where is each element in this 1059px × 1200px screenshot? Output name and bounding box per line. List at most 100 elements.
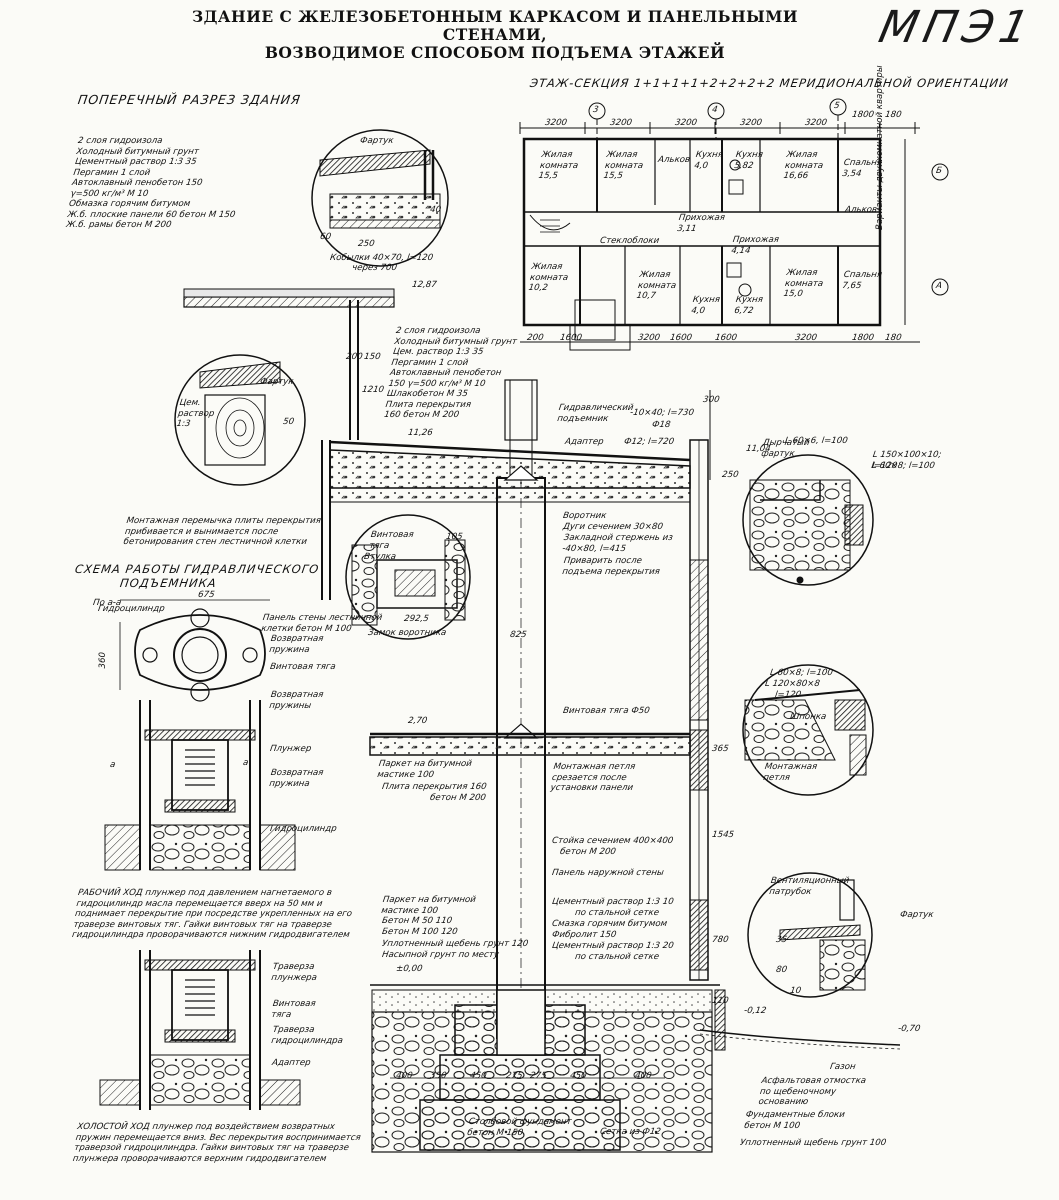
- dim-35: 35: [775, 935, 788, 945]
- dim-2925: 292,5: [403, 614, 430, 624]
- label-hydro-lift: Гидравлический подъемник: [556, 403, 635, 424]
- plan-room: Жилая комната 16,66: [782, 150, 824, 181]
- detail-circle-right-top: [742, 454, 874, 586]
- section-foundation: [370, 984, 901, 1153]
- dim-780: 780: [711, 935, 730, 945]
- label-stoyka-beton: бетон М 200: [559, 847, 617, 857]
- plan-dim-bottom: 1600: [714, 333, 738, 343]
- label-vozvr-3: Возвратная пружина: [268, 768, 325, 789]
- label-montazh-note: Монтажная перемычка плиты перекрытия при…: [122, 516, 322, 547]
- work-stroke-text: РАБОЧИЙ ХОД плунжер под давлением нагнет…: [71, 888, 353, 940]
- dim-400-a: 400: [395, 1071, 414, 1081]
- label-vint: Винтовая тяга: [269, 662, 337, 672]
- plan-room: Жилая комната 15,0: [782, 268, 824, 299]
- section-floor-slab: [369, 732, 691, 756]
- dim-f18: Ф18: [651, 420, 672, 430]
- dim-012: -0,12: [743, 1006, 767, 1016]
- label-fartuk-2: Фартук: [259, 377, 295, 387]
- label-fartuk-1: Фартук: [359, 136, 395, 146]
- dim-675: 675: [197, 590, 216, 600]
- dim-f12: Ф12; l=720: [623, 437, 675, 447]
- dim-730: -10×40; l=730: [629, 408, 695, 418]
- dim-275-a: 275: [505, 1071, 524, 1081]
- plan-dim-top: 3200: [674, 118, 698, 128]
- label-dugi: Дуги сечением 30×80: [562, 522, 664, 532]
- idle-stroke-text: ХОЛОСТОЙ ХОД плунжер под воздействием во…: [72, 1122, 362, 1164]
- label-parket-2: Паркет на битумной мастике 100: [380, 895, 477, 916]
- label-adapter: Адаптер: [564, 437, 605, 447]
- label-setka: Сетка из Ф12: [599, 1127, 662, 1137]
- plan-room: Прихожая 3,11: [676, 213, 726, 234]
- plan-dim-top: 1800: [851, 110, 875, 120]
- dim-l60b: L 60×8; l=100: [871, 461, 936, 471]
- plan-dim-bottom: 180: [884, 333, 903, 343]
- label-vorotnik: Воротник: [562, 511, 608, 521]
- plan-room: Жилая комната 15,5: [537, 150, 579, 181]
- dim-450-a: 450: [469, 1071, 488, 1081]
- plan-room: Жилая комната 10,7: [635, 270, 677, 301]
- label-ventil: Вентиляционный патрубок: [768, 876, 850, 897]
- dim-40: 40: [429, 205, 442, 215]
- label-vint-tyaga-50: Винтовая тяга Ф50: [562, 706, 651, 716]
- label-traversa-pl: Траверза плунжера: [270, 962, 318, 983]
- label-smazka: Смазка горячим битумом: [551, 919, 668, 929]
- dim-070: -0,70: [897, 1024, 921, 1034]
- label-plita-beton: бетон М 200: [429, 793, 487, 803]
- plan-dim-bottom: 3200: [637, 333, 661, 343]
- label-po-aa: По а-а: [92, 598, 122, 608]
- label-adapter-2: Адаптер: [271, 1058, 312, 1068]
- dim-80: 80: [775, 965, 788, 975]
- label-vozvr: Возвратная пружина: [268, 634, 325, 655]
- header-line-1: ЗДАНИЕ С ЖЕЛЕЗОБЕТОННЫМ КАРКАСОМ И ПАНЕЛ…: [191, 7, 799, 44]
- dim-1126: 11,26: [407, 428, 434, 438]
- dim-1104: 11,04: [745, 444, 772, 454]
- plan-dim-bottom: 3200: [794, 333, 818, 343]
- section-roof: [174, 288, 711, 981]
- detail-circle-collar: [345, 514, 471, 640]
- dim-450-b: 450: [569, 1071, 588, 1081]
- label-asfalt: Асфальтовая отмостка по щебеночному осно…: [757, 1076, 867, 1107]
- dim-60: 60: [319, 232, 332, 242]
- label-gazon: Газон: [829, 1062, 857, 1072]
- dim-150: 150: [363, 352, 382, 362]
- label-vtulka: Втулка: [363, 552, 397, 562]
- plan-room: Кухня 6,72: [733, 295, 764, 316]
- lift-scheme-work: [104, 700, 296, 871]
- dim-360: 360: [97, 652, 108, 669]
- dim-250: 250: [357, 239, 376, 249]
- detail-circle-right-bottom: [747, 872, 873, 998]
- label-po-setke-2: по стальной сетке: [574, 952, 660, 962]
- plan-dim-top: 3200: [609, 118, 633, 128]
- label-beton-2: Бетон М 100 120: [381, 927, 459, 937]
- floor-plan: [519, 98, 949, 351]
- dim-10: 10: [789, 986, 802, 996]
- plan-room: Альков: [657, 155, 691, 165]
- label-fund-bloki: Фундаментные блоки бетон М 100: [743, 1110, 846, 1131]
- label-kobylki-step: через 700: [351, 263, 398, 273]
- plan-dim-bottom: 1600: [669, 333, 693, 343]
- label-vint-tyaga-tag: Винтовая тяга: [368, 530, 415, 551]
- plan-side-note: Варианты двухкомнатной квартиры: [875, 65, 885, 230]
- dim-200: 200: [345, 352, 364, 362]
- label-parket: Паркет на битумной мастике 100: [376, 759, 473, 780]
- label-kobylki: Кобылки 40×70, l=120: [329, 253, 434, 263]
- plan-room: Кухня 5,82: [733, 150, 764, 171]
- dim-365: 365: [711, 744, 730, 754]
- label-cem-setka-2: Цементный раствор 1:3 20: [551, 941, 675, 951]
- dim-275-b: 275: [529, 1071, 548, 1081]
- dim-l60c: L 60×8; l=100: [769, 668, 834, 678]
- plan-dim-top: 3200: [544, 118, 568, 128]
- detail-circle-right-mid: [742, 664, 874, 796]
- label-plita: Плита перекрытия 160: [381, 782, 488, 792]
- label-fibrolit: Фибролит 150: [551, 930, 617, 940]
- label-traversa-gc: Траверза гидроцилиндра: [270, 1025, 344, 1046]
- label-shponka: Шпонка: [789, 712, 827, 722]
- plan-dim-top: 3200: [739, 118, 763, 128]
- dim-400-b: 400: [634, 1071, 653, 1081]
- header-title: ЗДАНИЕ С ЖЕЛЕЗОБЕТОННЫМ КАРКАСОМ И ПАНЕЛ…: [150, 8, 840, 62]
- dim-l120b: l=120: [774, 690, 802, 700]
- plan-room: Прихожая 4,14: [730, 235, 780, 256]
- plan-dim-bottom: 1800: [851, 333, 875, 343]
- dim-1287: 12,87: [411, 280, 438, 290]
